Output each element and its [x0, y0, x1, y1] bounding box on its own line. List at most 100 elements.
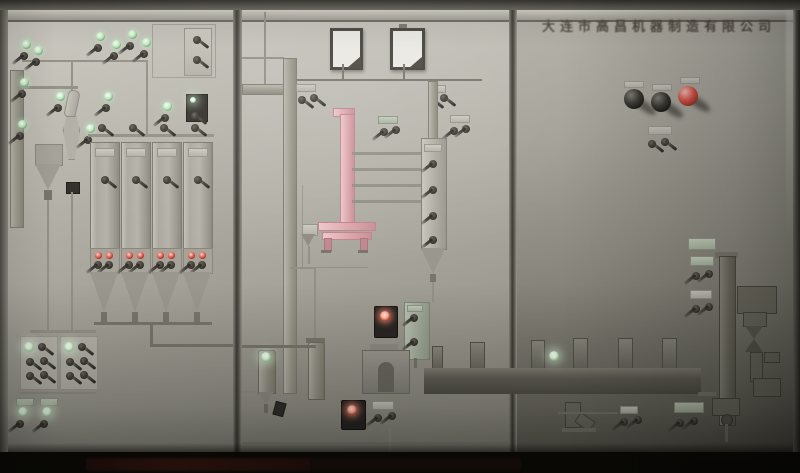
toggle-switch[interactable] [163, 176, 171, 184]
toggle-switch[interactable] [429, 160, 437, 168]
toggle-switch[interactable] [462, 125, 470, 133]
feed-line [414, 358, 417, 368]
indicator-lamp-red [188, 252, 195, 259]
toggle-switch[interactable] [105, 261, 113, 269]
toggle-switch[interactable] [450, 127, 458, 135]
toggle-switch[interactable] [132, 176, 140, 184]
toggle-switch[interactable] [156, 261, 164, 269]
toggle-switch[interactable] [94, 44, 102, 52]
indicator-lamp-green [96, 32, 105, 41]
toggle-switch[interactable] [410, 338, 418, 346]
toggle-switch[interactable] [705, 270, 713, 278]
toggle-switch[interactable] [54, 104, 62, 112]
toggle-switch[interactable] [26, 372, 34, 380]
toggle-switch[interactable] [187, 261, 195, 269]
toggle-switch[interactable] [136, 261, 144, 269]
toggle-switch[interactable] [620, 418, 628, 426]
toggle-switch[interactable] [440, 94, 448, 102]
silo-hopper [121, 272, 149, 312]
toggle-switch[interactable] [98, 124, 106, 132]
vertical-vessel [308, 342, 325, 400]
toggle-switch[interactable] [193, 36, 201, 44]
pump-base [562, 428, 596, 432]
toggle-switch[interactable] [16, 132, 24, 140]
toggle-switch[interactable] [167, 261, 175, 269]
toggle-switch[interactable] [692, 305, 700, 313]
toggle-switch[interactable] [102, 104, 110, 112]
toggle-switch[interactable] [40, 371, 48, 379]
duct-line [308, 246, 310, 264]
toggle-switch[interactable] [388, 412, 396, 420]
analog-panel-meter [330, 28, 363, 70]
toggle-switch[interactable] [191, 112, 199, 120]
toggle-switch[interactable] [160, 124, 168, 132]
toggle-switch[interactable] [194, 176, 202, 184]
toggle-switch[interactable] [18, 90, 26, 98]
label-chip [450, 115, 470, 123]
toggle-switch[interactable] [191, 124, 199, 132]
toggle-switch[interactable] [16, 420, 24, 428]
toggle-switch[interactable] [40, 357, 48, 365]
toggle-switch[interactable] [32, 58, 40, 66]
panel-seam [233, 10, 242, 453]
toggle-switch[interactable] [20, 52, 28, 60]
outline-line [302, 267, 368, 268]
toggle-switch[interactable] [140, 50, 148, 58]
toggle-switch[interactable] [380, 128, 388, 136]
toggle-switch[interactable] [125, 261, 133, 269]
toggle-switch[interactable] [310, 94, 318, 102]
toggle-switch[interactable] [78, 343, 86, 351]
toggle-switch[interactable] [410, 314, 418, 322]
toggle-switch[interactable] [429, 236, 437, 244]
toggle-switch[interactable] [40, 420, 48, 428]
toggle-switch[interactable] [429, 212, 437, 220]
support-foot [358, 250, 368, 253]
machine-base [753, 378, 781, 397]
toggle-switch[interactable] [110, 52, 118, 60]
silo-label [126, 148, 146, 157]
toggle-switch[interactable] [80, 371, 88, 379]
indicator-lamp-green [34, 46, 43, 55]
duct-line [20, 86, 78, 89]
toggle-switch[interactable] [198, 261, 206, 269]
toggle-switch[interactable] [661, 138, 669, 146]
toggle-switch[interactable] [690, 417, 698, 425]
indicator-lamp-white [18, 407, 28, 417]
toggle-switch[interactable] [634, 416, 642, 424]
toggle-switch[interactable] [161, 114, 169, 122]
toggle-switch[interactable] [298, 96, 306, 104]
toggle-switch[interactable] [101, 176, 109, 184]
toggle-switch[interactable] [374, 414, 382, 422]
toggle-switch[interactable] [66, 358, 74, 366]
floor-reflection [311, 458, 521, 470]
toggle-switch[interactable] [429, 186, 437, 194]
machine-motor [743, 312, 767, 327]
cyclone-outlet [44, 190, 52, 200]
toggle-switch[interactable] [94, 261, 102, 269]
vertical-duct [283, 58, 297, 394]
toggle-switch[interactable] [66, 372, 74, 380]
wiring-line [342, 64, 344, 79]
toggle-switch[interactable] [676, 419, 684, 427]
toggle-switch[interactable] [705, 303, 713, 311]
pushbutton-black[interactable] [624, 89, 644, 109]
wiring-line [725, 424, 728, 442]
toggle-switch[interactable] [84, 136, 92, 144]
toggle-switch[interactable] [126, 42, 134, 50]
toggle-switch[interactable] [692, 272, 700, 280]
toggle-switch[interactable] [38, 343, 46, 351]
conveyor [424, 368, 509, 394]
indicator-lamp-red [168, 252, 175, 259]
toggle-switch[interactable] [26, 358, 34, 366]
pushbutton-black[interactable] [651, 92, 671, 112]
toggle-switch[interactable] [129, 124, 137, 132]
toggle-switch[interactable] [193, 56, 201, 64]
pushbutton-red-emergency[interactable] [678, 86, 698, 106]
cyclone-cone [35, 164, 61, 190]
toggle-switch[interactable] [648, 140, 656, 148]
label-chip [296, 84, 316, 92]
toggle-switch[interactable] [392, 126, 400, 134]
toggle-switch[interactable] [80, 357, 88, 365]
